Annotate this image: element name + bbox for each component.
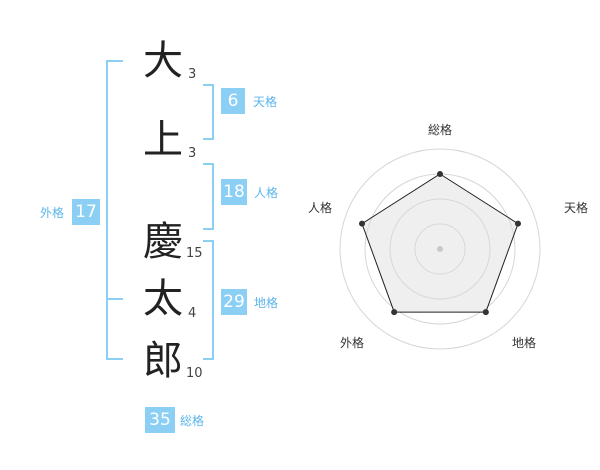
chikaku-label: 地格 xyxy=(254,296,279,310)
radar-axis-label-2: 天格 xyxy=(564,200,588,215)
chikaku-value: 29 xyxy=(221,289,247,315)
jinkaku-value: 18 xyxy=(221,179,247,205)
stroke-count-1: 3 xyxy=(188,67,197,82)
name-char-4: 太 xyxy=(143,276,183,322)
gaikaku-label: 外格 xyxy=(40,206,65,220)
tenkaku-bracket xyxy=(203,84,214,140)
radar-grid-ring-2 xyxy=(389,198,491,300)
name-char-5: 郎 xyxy=(143,338,183,384)
chikaku-bracket xyxy=(203,240,214,360)
jinkaku-bracket xyxy=(203,163,214,230)
soukaku-label: 総格 xyxy=(180,414,205,428)
name-char-3: 慶 xyxy=(143,219,183,265)
radar-axis-label-4: 外格 xyxy=(340,335,364,350)
name-char-1: 大 xyxy=(143,38,183,84)
tenkaku-value: 6 xyxy=(221,88,245,114)
radar-point-1 xyxy=(437,171,443,177)
radar-center-dot xyxy=(437,246,443,252)
radar-grid-ring-4 xyxy=(339,148,541,350)
stroke-count-2: 3 xyxy=(188,146,197,161)
radar-axis-label-3: 地格 xyxy=(512,335,536,350)
jinkaku-label: 人格 xyxy=(254,186,279,200)
stroke-count-4: 4 xyxy=(188,306,197,321)
radar-point-4 xyxy=(391,309,398,316)
gaikaku-value: 17 xyxy=(72,199,100,225)
stroke-count-3: 15 xyxy=(186,246,203,261)
radar-axis-label-5: 人格 xyxy=(308,200,332,215)
radar-grid-ring-1 xyxy=(414,223,466,275)
gaikaku-bracket xyxy=(106,60,123,360)
radar-axis-label-1: 総格 xyxy=(428,122,452,137)
radar-point-3 xyxy=(482,309,489,316)
tenkaku-label: 天格 xyxy=(253,95,278,109)
soukaku-value: 35 xyxy=(145,407,175,433)
name-char-2: 上 xyxy=(143,117,183,163)
radar-data-polygon xyxy=(361,173,519,313)
radar-point-5 xyxy=(359,220,366,227)
stroke-count-5: 10 xyxy=(186,366,203,381)
radar-point-2 xyxy=(514,220,521,227)
